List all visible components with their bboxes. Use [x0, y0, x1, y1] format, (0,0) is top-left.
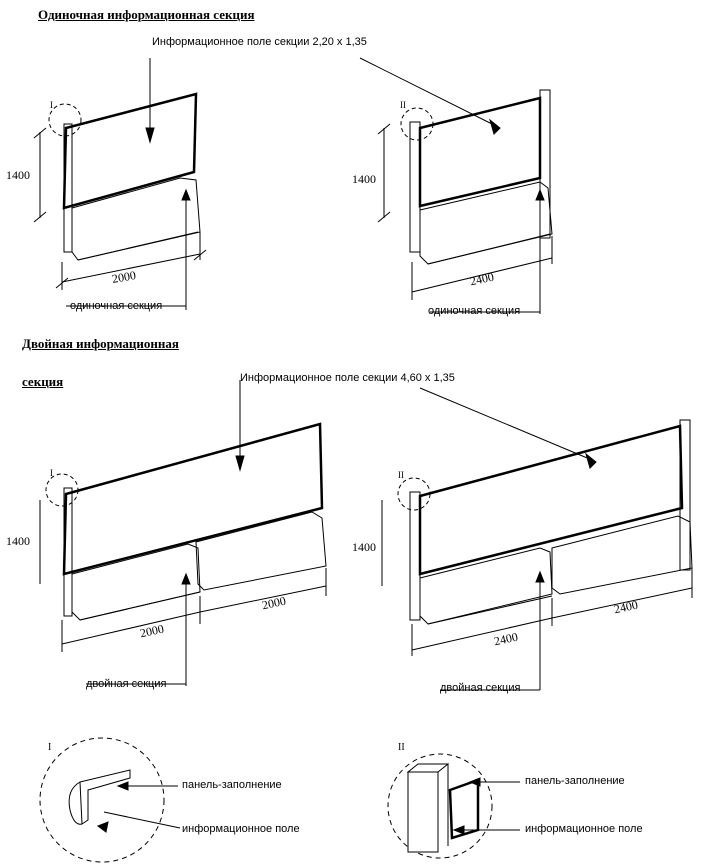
callout-single-section-1: одиночная секция: [70, 300, 163, 312]
heading-double-section-line2: секция: [22, 374, 64, 389]
double-section-2000-figure: [39, 380, 327, 686]
detail-i-figure: [39, 737, 181, 863]
single-section-2400-figure: [359, 57, 553, 314]
single-section-2000-figure: [33, 58, 207, 310]
dim-height-3: 1400: [6, 534, 30, 548]
detail-circle-2: [400, 107, 434, 141]
callout-panel-fill-1: панель-заполнение: [182, 779, 282, 791]
callout-panel-fill-2: панель-заполнение: [525, 775, 625, 787]
detail-mark-2-fig4: II: [398, 470, 404, 480]
detail-mark-2-fig2: II: [400, 100, 406, 110]
detail-ii-figure: [387, 753, 520, 859]
callout-info-field-1: информационное поле: [182, 823, 300, 835]
callout-double-section-1: двойная секция: [86, 678, 167, 690]
dim-height-2: 1400: [352, 172, 376, 186]
detail-mark-1-fig3: I: [50, 468, 53, 478]
callout-double-section-2: двойная секция: [440, 682, 521, 694]
detail-mark-2-label: II: [398, 742, 405, 753]
heading-double-section-line1: Двойная информационная: [22, 336, 179, 351]
detail-mark-1-label: I: [48, 742, 52, 753]
dim-height-1: 1400: [6, 168, 30, 182]
double-section-2400-figure: [381, 387, 693, 691]
callout-single-section-2: одиночная секция: [428, 305, 521, 317]
callout-single-field: Информационное поле секции 2,20 х 1,35: [152, 36, 367, 48]
info-panel: [62, 92, 198, 210]
dim-height-4: 1400: [352, 540, 376, 554]
heading-single-section: Одиночная информационная секция: [38, 7, 255, 22]
callout-info-field-2: информационное поле: [525, 823, 643, 835]
detail-mark-1-fig1: I: [50, 100, 53, 110]
callout-double-field: Информационное поле секции 4,60 х 1,35: [240, 372, 455, 384]
base-block: [71, 177, 201, 261]
